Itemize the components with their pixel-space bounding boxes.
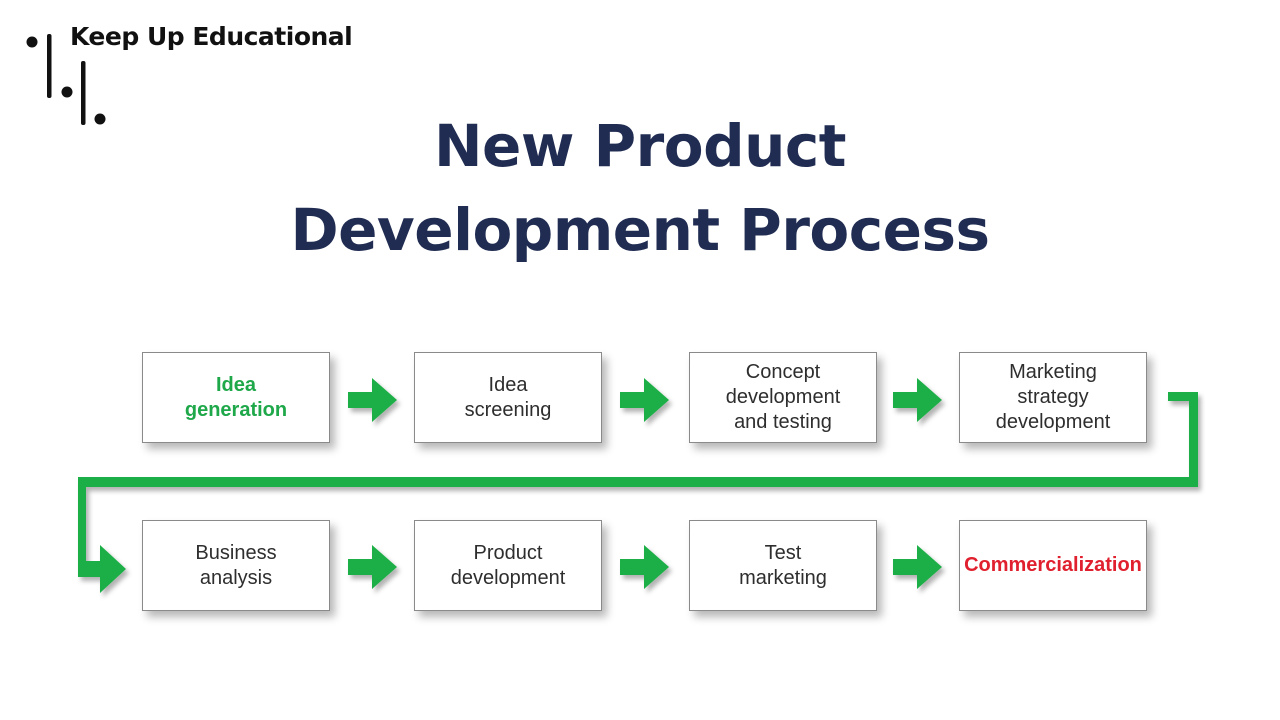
- step-product-development: Product development: [414, 520, 602, 611]
- step-marketing-strategy: Marketing strategy development: [959, 352, 1147, 443]
- step-label: Concept development and testing: [725, 361, 841, 433]
- step-concept-development: Concept development and testing: [689, 352, 877, 443]
- arrow-right-icon: [620, 378, 669, 422]
- step-label: Marketing strategy development: [995, 361, 1111, 433]
- brand-name: Keep Up Educational: [70, 22, 353, 51]
- title-line-1: New Product: [433, 112, 847, 180]
- step-label: Idea screening: [464, 373, 552, 421]
- step-label: Idea generation: [184, 373, 288, 421]
- arrow-right-icon: [893, 378, 942, 422]
- arrow-right-icon: [893, 545, 942, 589]
- step-business-analysis: Business analysis: [142, 520, 330, 611]
- arrow-right-icon: [348, 378, 397, 422]
- step-idea-screening: Idea screening: [414, 352, 602, 443]
- step-label: Business analysis: [195, 541, 277, 589]
- step-label: Test marketing: [739, 541, 827, 589]
- step-label: Product development: [450, 541, 566, 589]
- title-line-2: Development Process: [290, 196, 990, 264]
- step-idea-generation: Idea generation: [142, 352, 330, 443]
- arrow-right-icon: [620, 545, 669, 589]
- step-test-marketing: Test marketing: [689, 520, 877, 611]
- page-title: New Product Development Process: [0, 104, 1280, 272]
- dots-and-bars-logo-icon: [26, 34, 106, 125]
- step-label: Commercialization: [964, 554, 1142, 576]
- step-commercialization: Commercialization: [959, 520, 1147, 611]
- arrow-right-icon: [348, 545, 397, 589]
